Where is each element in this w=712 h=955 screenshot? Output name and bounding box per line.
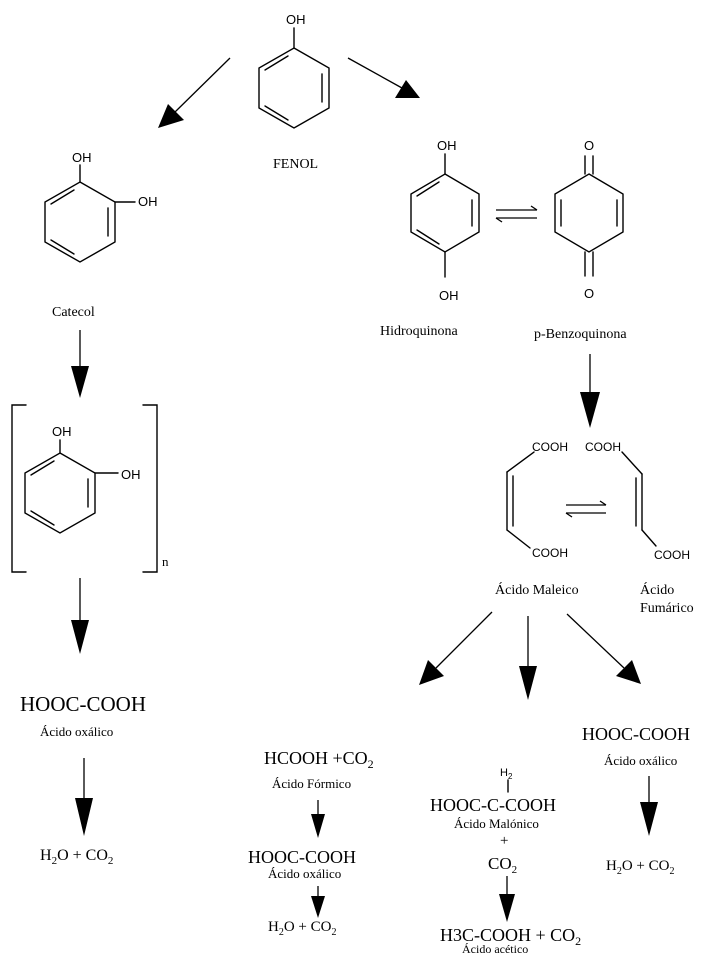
maleic-acid-label: Ácido Maleico	[495, 581, 579, 598]
water-co2-right: H2O + CO2	[606, 858, 674, 877]
oxalic-acid-mid-name: Ácido oxálico	[268, 866, 341, 881]
phenol-oh: OH	[286, 12, 306, 27]
hydroquinone-label: Hidroquinona	[380, 324, 459, 339]
arrow-oxalic-mid-to-products	[311, 886, 325, 918]
malonic-plus: +	[500, 833, 508, 849]
fumaric-cooh-top: COOH	[585, 440, 621, 454]
hydroquinone-oh-top: OH	[437, 138, 457, 153]
co2-center: CO2	[488, 854, 517, 876]
oxalic-acid-right-name: Ácido oxálico	[604, 753, 677, 768]
phenol-molecule: OH FENOL	[258, 12, 330, 172]
acetic-co2: H3C-COOH + CO2	[440, 925, 581, 948]
malonic-acid: HOOC-C-COOH	[430, 795, 556, 815]
malonic-h2: H2	[500, 767, 513, 781]
arrow-formic-to-oxalic	[311, 800, 325, 838]
arrow-oxalic-left-to-products	[75, 758, 93, 836]
water-co2-mid: H2O + CO2	[268, 919, 336, 938]
water-co2-left: H2O + CO2	[40, 847, 113, 867]
arrow-polymer-to-oxalic	[71, 578, 89, 654]
catecol-oh-2: OH	[138, 194, 158, 209]
fumaric-acid-label-2: Fumárico	[640, 601, 694, 616]
oxalic-acid-left: HOOC-COOH	[20, 692, 146, 716]
equilibrium-hq-bq	[495, 205, 538, 223]
acetic-acid-name: Ácido acético	[462, 942, 528, 955]
malonic-acid-name: Ácido Malónico	[454, 816, 539, 831]
catecol-molecule: OH OH Catecol	[44, 150, 158, 320]
polycatecol-molecule: n OH OH	[11, 404, 169, 573]
arrow-maleic-to-malonic	[519, 616, 537, 700]
polymer-oh-1: OH	[52, 424, 72, 439]
polymer-n: n	[162, 554, 169, 569]
fumaric-cooh-bottom: COOH	[654, 548, 690, 562]
arrow-maleic-to-formic	[419, 611, 493, 685]
catecol-label: Catecol	[52, 305, 95, 320]
arrow-maleic-to-oxalic-right	[566, 613, 641, 684]
catecol-oh-1: OH	[72, 150, 92, 165]
arrow-malonic-to-acetic	[499, 876, 515, 922]
fumaric-acid-label-1: Ácido	[640, 581, 674, 598]
benzoquinone-molecule: O O p-Benzoquinona	[534, 138, 627, 342]
hydroquinone-molecule: OH OH Hidroquinona	[380, 138, 480, 339]
arrow-phenol-to-hydroquinone	[347, 57, 420, 98]
benzoquinone-label: p-Benzoquinona	[534, 327, 627, 342]
maleic-cooh-top: COOH	[532, 440, 568, 454]
equilibrium-maleic-fumaric	[565, 500, 607, 518]
polymer-oh-2: OH	[121, 467, 141, 482]
maleic-acid-molecule: COOH COOH Ácido Maleico	[495, 440, 579, 598]
maleic-cooh-bottom: COOH	[532, 546, 568, 560]
arrow-oxalic-right-to-products	[640, 776, 658, 836]
arrow-bq-to-maleic	[580, 354, 600, 428]
formic-acid-name: Ácido Fórmico	[272, 776, 351, 791]
oxalic-acid-mid: HOOC-COOH	[248, 847, 356, 867]
benzoquinone-o-bottom: O	[584, 286, 594, 301]
phenol-label: FENOL	[273, 157, 318, 172]
fumaric-acid-molecule: COOH COOH Ácido Fumárico	[585, 440, 694, 616]
arrow-catecol-to-polymer	[71, 330, 89, 398]
arrow-phenol-to-catecol	[158, 57, 231, 128]
oxalic-acid-right: HOOC-COOH	[582, 724, 690, 744]
hydroquinone-oh-bottom: OH	[439, 288, 459, 303]
formic-co2: HCOOH +CO2	[264, 748, 374, 771]
benzoquinone-o-top: O	[584, 138, 594, 153]
oxalic-acid-left-name: Ácido oxálico	[40, 724, 113, 739]
